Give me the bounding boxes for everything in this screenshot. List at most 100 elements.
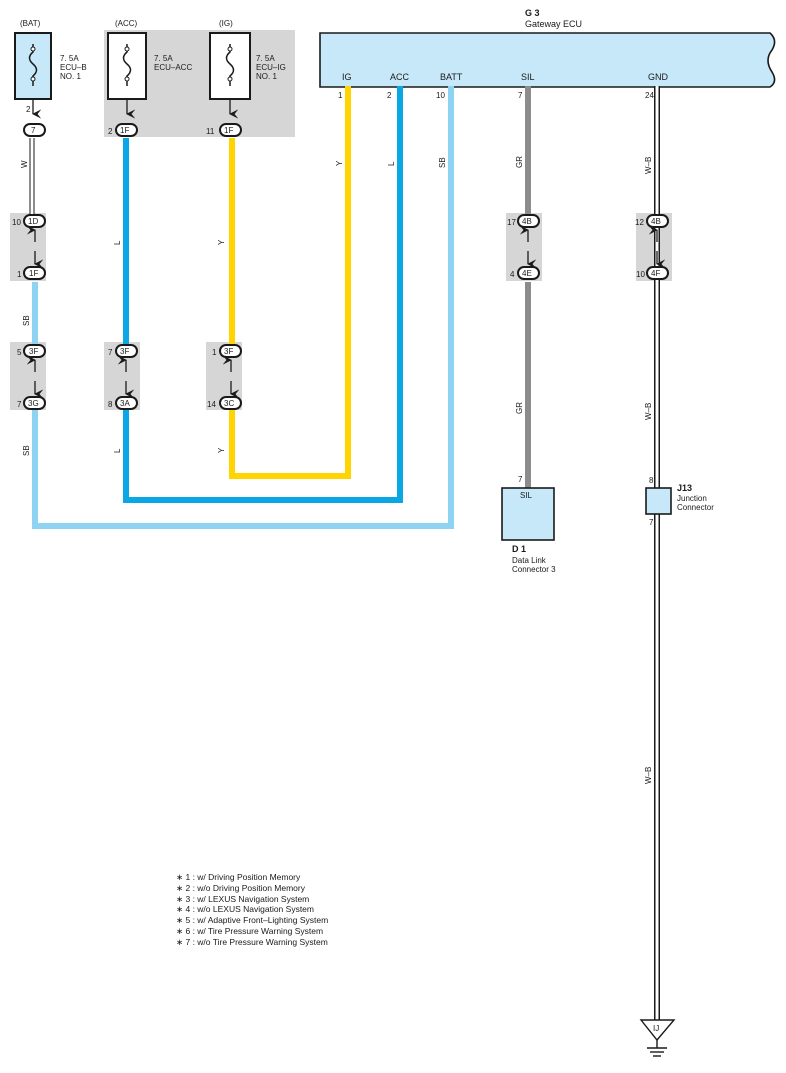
ecu-name: Gateway ECU <box>525 19 582 29</box>
wire-ig-y-2 <box>229 86 351 479</box>
fuse-acc-line1: 7. 5A <box>154 54 173 63</box>
wire-label-ig-y2: Y <box>217 447 226 453</box>
ecu-pin-batt-label: BATT <box>440 72 463 82</box>
fuse-acc-conn <box>115 123 138 137</box>
ecu-pin-gnd-label: GND <box>648 72 669 82</box>
wire-label-bat-sb2: SB <box>22 445 31 456</box>
junction-4b-4f <box>646 214 669 280</box>
junction-1-bot-pin: 1 <box>17 270 22 279</box>
junction-2-top-conn: 3F <box>29 347 38 356</box>
jc-name-1: Junction <box>677 494 707 503</box>
ground-label: IJ <box>653 1024 659 1033</box>
junction-1d-1f <box>23 214 46 280</box>
ground-symbol <box>639 1019 676 1057</box>
jc-pin-out: 7 <box>649 518 654 527</box>
junction-4-top-conn: 3F <box>224 347 233 356</box>
fuse-ig-line2: ECU–IG <box>256 63 286 72</box>
jc-pin-in: 8 <box>649 476 654 485</box>
wire-label-gnd-wb2: W–B <box>644 403 653 420</box>
dlc-name-2: Connector 3 <box>512 565 556 574</box>
junction-4-top-pin: 1 <box>212 348 217 357</box>
dlc-pin-label: SIL <box>520 491 533 500</box>
fuse-bat-line1: 7. 5A <box>60 54 79 63</box>
junction-1-bot-conn: 1F <box>29 269 38 278</box>
jc-ref: J13 <box>677 483 692 493</box>
wire-label-acc-l1: L <box>113 240 122 245</box>
junction-3-top-pin: 7 <box>108 348 113 357</box>
ecu-pin-acc-num: 2 <box>387 91 392 100</box>
fuse-bat-conn-label: 7 <box>31 126 36 135</box>
junction-6-top-conn: 4B <box>651 217 661 226</box>
footnotes: ∗ 1 : w/ Driving Position Memory ∗ 2 : w… <box>176 872 328 948</box>
fuse-acc-conn-label: 1F <box>120 126 129 135</box>
wire-label-bat-w: W <box>20 160 29 168</box>
ecu-pin-ig-num: 1 <box>338 91 343 100</box>
footnote: ∗ 3 : w/ LEXUS Navigation System <box>176 893 310 904</box>
fuse-ig-conn <box>219 123 242 137</box>
fuse-acc-source: (ACC) <box>115 19 138 28</box>
fuse-bat-pin: 2 <box>26 105 31 114</box>
wire-label-gnd-wb1: W–B <box>644 157 653 174</box>
junction-6-top-pin: 12 <box>635 218 644 227</box>
junction-3f-3a <box>115 344 138 410</box>
dlc-pin-num: 7 <box>518 475 523 484</box>
wire-label-bat-sb1: SB <box>22 315 31 326</box>
wire-bat-sb-2 <box>32 86 454 529</box>
junction-4-bot-pin: 14 <box>207 400 216 409</box>
junction-2-bot-conn: 3G <box>28 399 39 408</box>
wire-label-sil-gr1: GR <box>515 156 524 168</box>
jc-box <box>645 487 672 515</box>
footnote: ∗ 5 : w/ Adaptive Front–Lighting System <box>176 915 329 926</box>
junction-3f-3c <box>219 344 242 410</box>
wire-label-ig-y1: Y <box>217 239 226 245</box>
fuse-ecu-b <box>14 32 52 119</box>
fuse-bat-source: (BAT) <box>20 19 41 28</box>
ecu-pin-batt-num: 10 <box>436 91 445 100</box>
junction-6-bot-conn: 4F <box>651 269 660 278</box>
footnote: ∗ 4 : w/o LEXUS Navigation System <box>176 904 314 915</box>
footnote: ∗ 7 : w/o Tire Pressure Warning System <box>176 936 328 947</box>
footnote: ∗ 6 : w/ Tire Pressure Warning System <box>176 925 324 936</box>
dlc-name-1: Data Link <box>512 556 547 565</box>
junction-1-top-pin: 10 <box>12 218 21 227</box>
fuse-bat-line3: NO. 1 <box>60 72 81 81</box>
junction-3f-3g <box>23 344 46 410</box>
junction-5-bot-conn: 4E <box>522 269 532 278</box>
junction-5-top-conn: 4B <box>522 217 532 226</box>
junction-5-bot-pin: 4 <box>510 270 515 279</box>
ecu-pin-acc-label: ACC <box>390 72 410 82</box>
fuse-bat-line2: ECU–B <box>60 63 87 72</box>
junction-1-top-conn: 1D <box>28 217 38 226</box>
fuse-ig-line3: NO. 1 <box>256 72 277 81</box>
fuse-bat-conn <box>23 123 46 137</box>
wire-label-acc-l2: L <box>113 448 122 453</box>
wire-label-batt-sb: SB <box>438 157 447 168</box>
wire-label-gnd-wb3: W–B <box>644 767 653 784</box>
wire-label-acc-l3: L <box>387 161 396 166</box>
junction-4-bot-conn: 3C <box>224 399 234 408</box>
junction-6-bot-pin: 10 <box>636 270 645 279</box>
footnote: ∗ 1 : w/ Driving Position Memory <box>176 872 301 882</box>
junction-2-bot-pin: 7 <box>17 400 22 409</box>
wire-label-sil-gr2: GR <box>515 402 524 414</box>
footnote: ∗ 2 : w/o Driving Position Memory <box>176 882 305 893</box>
wire-label-ig-y3: Y <box>335 160 344 166</box>
fuse-ig-line1: 7. 5A <box>256 54 275 63</box>
fuse-ig-pin: 11 <box>206 127 215 136</box>
jc-name-2: Connector <box>677 503 714 512</box>
gateway-ecu-box <box>319 32 776 88</box>
wire-acc-l-2 <box>123 86 403 503</box>
fuse-ecu-acc <box>107 32 147 119</box>
junction-5-top-pin: 17 <box>507 218 516 227</box>
ecu-ref: G 3 <box>525 8 540 18</box>
fuse-ig-source: (IG) <box>219 19 233 28</box>
junction-4b-4e <box>517 214 540 280</box>
dlc-ref: D 1 <box>512 544 526 554</box>
fuse-acc-pin: 2 <box>108 127 113 136</box>
ecu-pin-sil-num: 7 <box>518 91 523 100</box>
junction-3-bot-pin: 8 <box>108 400 113 409</box>
ecu-pin-ig-label: IG <box>342 72 352 82</box>
junction-3-top-conn: 3F <box>120 347 129 356</box>
fuse-ig-conn-label: 1F <box>224 126 233 135</box>
